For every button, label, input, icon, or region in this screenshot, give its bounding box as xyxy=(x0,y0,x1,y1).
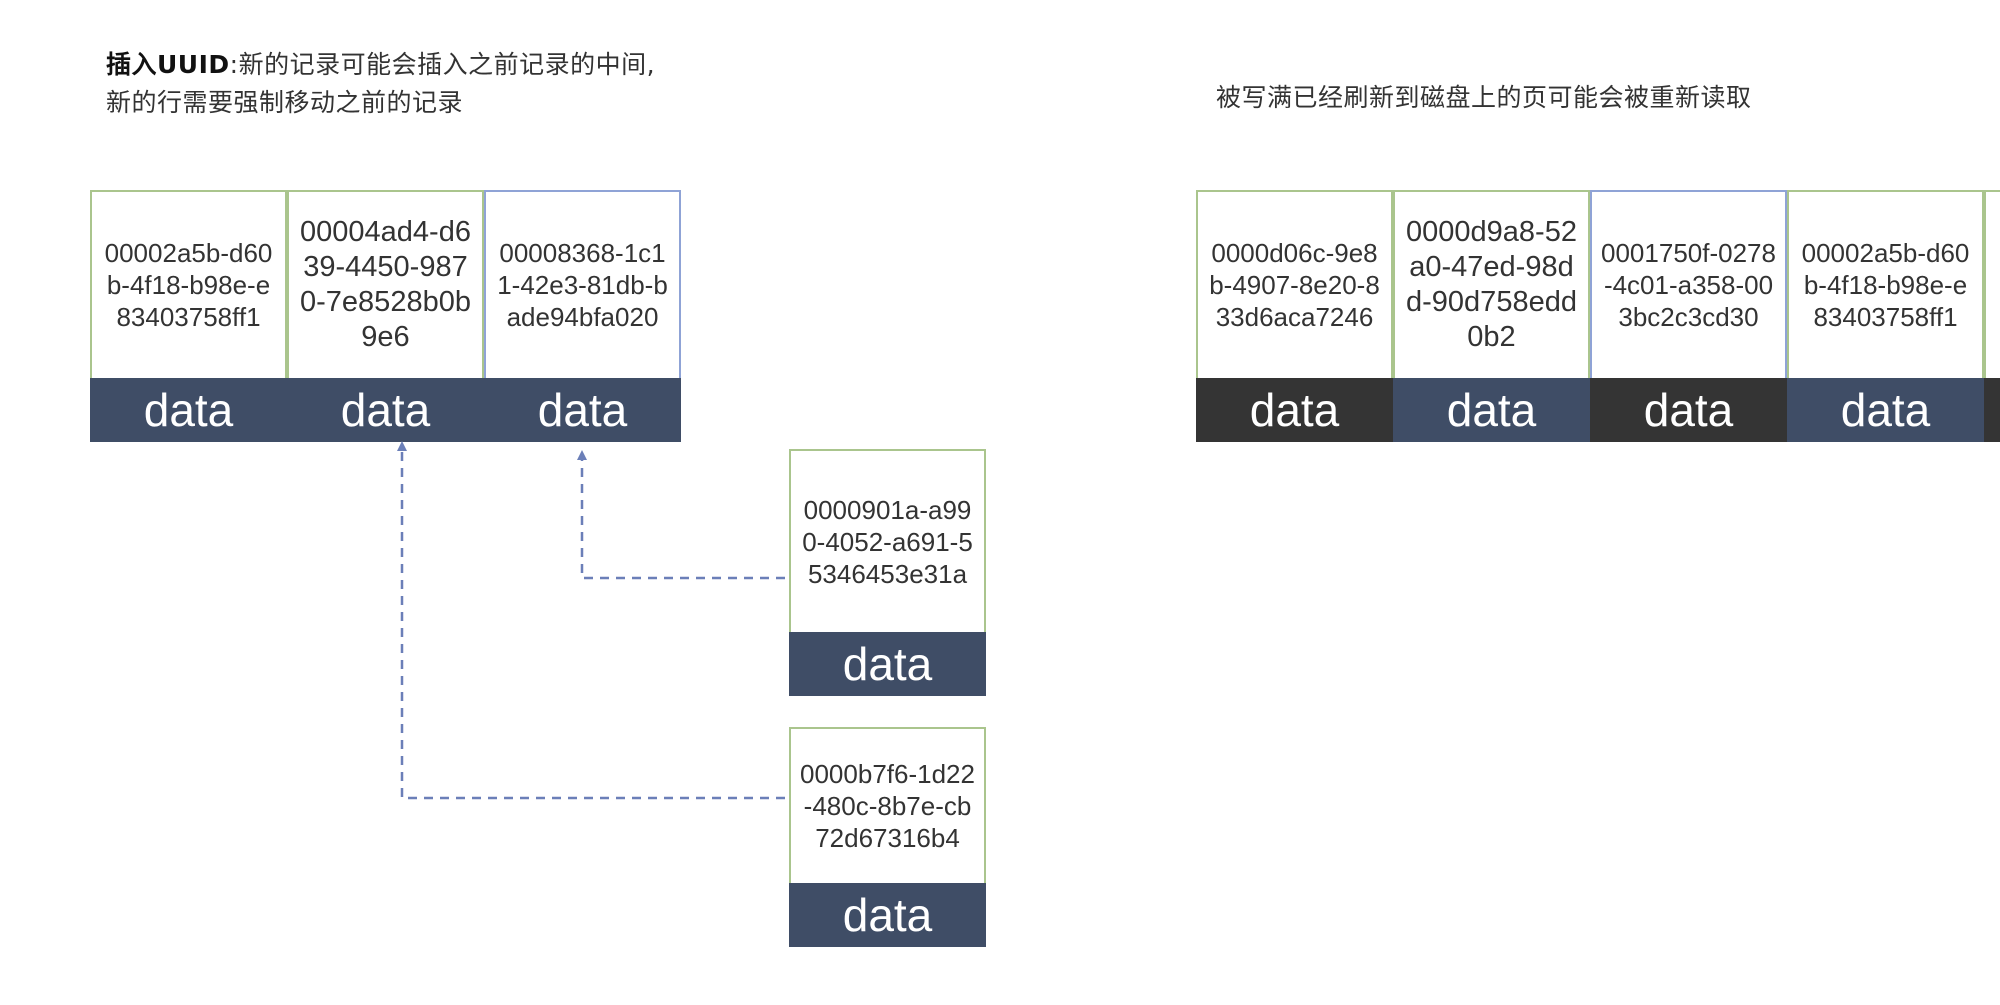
record-data: data xyxy=(789,883,986,947)
record-uuid: 0000d9a8-52a0-47ed-98dd-90d758edd0b2 xyxy=(1393,190,1590,378)
record-data: data xyxy=(90,378,287,442)
left-caption: 插入UUID:新的记录可能会插入之前记录的中间, 新的行需要强制移动之前的记录 xyxy=(106,46,655,122)
record-uuid: 00002a5b-d60b-4f18-b98e-e83403758ff1 xyxy=(1787,190,1984,378)
left-caption-bold: 插入UUID xyxy=(106,50,230,79)
right-record-2: 0000d9a8-52a0-47ed-98dd-90d758edd0b2 dat… xyxy=(1393,190,1590,442)
right-record-5-partial xyxy=(1984,190,2000,442)
record-data: data xyxy=(484,378,681,442)
left-record-2: 00004ad4-d639-4450-9870-7e8528b0b9e6 dat… xyxy=(287,190,484,442)
record-data: data xyxy=(1196,378,1393,442)
left-caption-line2: 新的行需要强制移动之前的记录 xyxy=(106,88,464,117)
left-caption-line1: :新的记录可能会插入之前记录的中间, xyxy=(229,50,656,79)
record-uuid: 00008368-1c11-42e3-81db-bade94bfa020 xyxy=(484,190,681,378)
record-uuid: 0001750f-0278-4c01-a358-003bc2c3cd30 xyxy=(1590,190,1787,378)
record-uuid: 00004ad4-d639-4450-9870-7e8528b0b9e6 xyxy=(287,190,484,378)
record-uuid: 0000d06c-9e8b-4907-8e20-833d6aca7246 xyxy=(1196,190,1393,378)
left-record-3: 00008368-1c11-42e3-81db-bade94bfa020 dat… xyxy=(484,190,681,442)
arrow-insert-2 xyxy=(397,441,785,800)
right-caption: 被写满已经刷新到磁盘上的页可能会被重新读取 xyxy=(1216,83,1752,112)
record-uuid: 0000901a-a990-4052-a691-55346453e31a xyxy=(789,449,986,632)
record-uuid: 0000b7f6-1d22-480c-8b7e-cb72d67316b4 xyxy=(789,727,986,883)
arrow-insert-1 xyxy=(577,450,785,580)
right-record-3: 0001750f-0278-4c01-a358-003bc2c3cd30 dat… xyxy=(1590,190,1787,442)
record-data: data xyxy=(1393,378,1590,442)
record-data: data xyxy=(789,632,986,696)
record-uuid: 00002a5b-d60b-4f18-b98e-e83403758ff1 xyxy=(90,190,287,378)
record-data: data xyxy=(1590,378,1787,442)
left-record-1: 00002a5b-d60b-4f18-b98e-e83403758ff1 dat… xyxy=(90,190,287,442)
right-record-1: 0000d06c-9e8b-4907-8e20-833d6aca7246 dat… xyxy=(1196,190,1393,442)
inserted-record-2: 0000b7f6-1d22-480c-8b7e-cb72d67316b4 dat… xyxy=(789,727,986,979)
inserted-record-1: 0000901a-a990-4052-a691-55346453e31a dat… xyxy=(789,449,986,701)
right-record-4: 00002a5b-d60b-4f18-b98e-e83403758ff1 dat… xyxy=(1787,190,1984,442)
record-data: data xyxy=(1787,378,1984,442)
record-data: data xyxy=(287,378,484,442)
